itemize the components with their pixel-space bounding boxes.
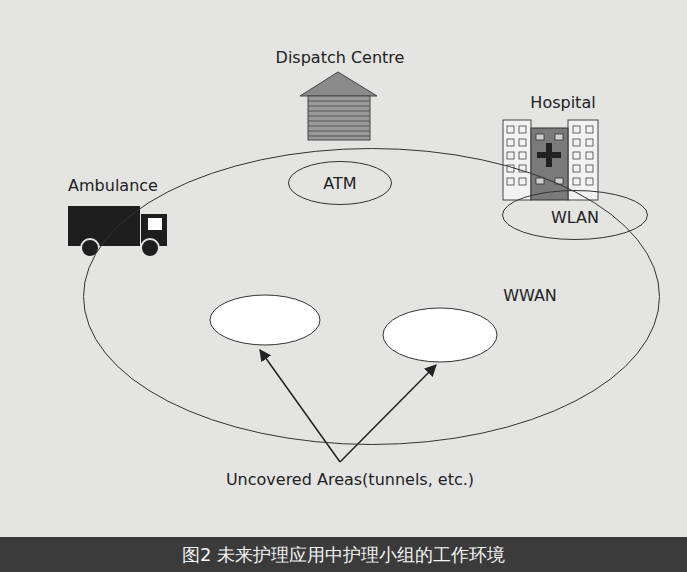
- place-label: Dispatch Centre: [276, 48, 405, 67]
- network-area: WWAN ATM: [83, 148, 660, 445]
- area-ellipse: [503, 191, 648, 240]
- area-label: ATM: [323, 174, 356, 193]
- uncovered-area: [210, 295, 320, 345]
- figure-caption: 图2 未来护理应用中护理小组的工作环境: [0, 537, 687, 572]
- place-label: Uncovered Areas(tunnels, etc.): [226, 470, 474, 489]
- area-ellipse: [289, 162, 392, 205]
- area-label: WWAN: [503, 286, 557, 305]
- place-label: Ambulance: [68, 176, 158, 195]
- hospital-icon: [503, 120, 598, 200]
- leader-arrow: [340, 365, 436, 462]
- uncovered-area: [383, 308, 497, 362]
- network-area: ATM: [288, 161, 392, 205]
- house-icon: [300, 72, 377, 140]
- area-ellipse: [84, 149, 660, 445]
- network-area: WLAN: [502, 190, 648, 240]
- ambulance-icon: [68, 206, 167, 257]
- place-label: Hospital: [530, 93, 595, 112]
- area-label: WLAN: [551, 208, 599, 227]
- area-outline: [83, 148, 660, 445]
- leader-arrow: [260, 350, 340, 462]
